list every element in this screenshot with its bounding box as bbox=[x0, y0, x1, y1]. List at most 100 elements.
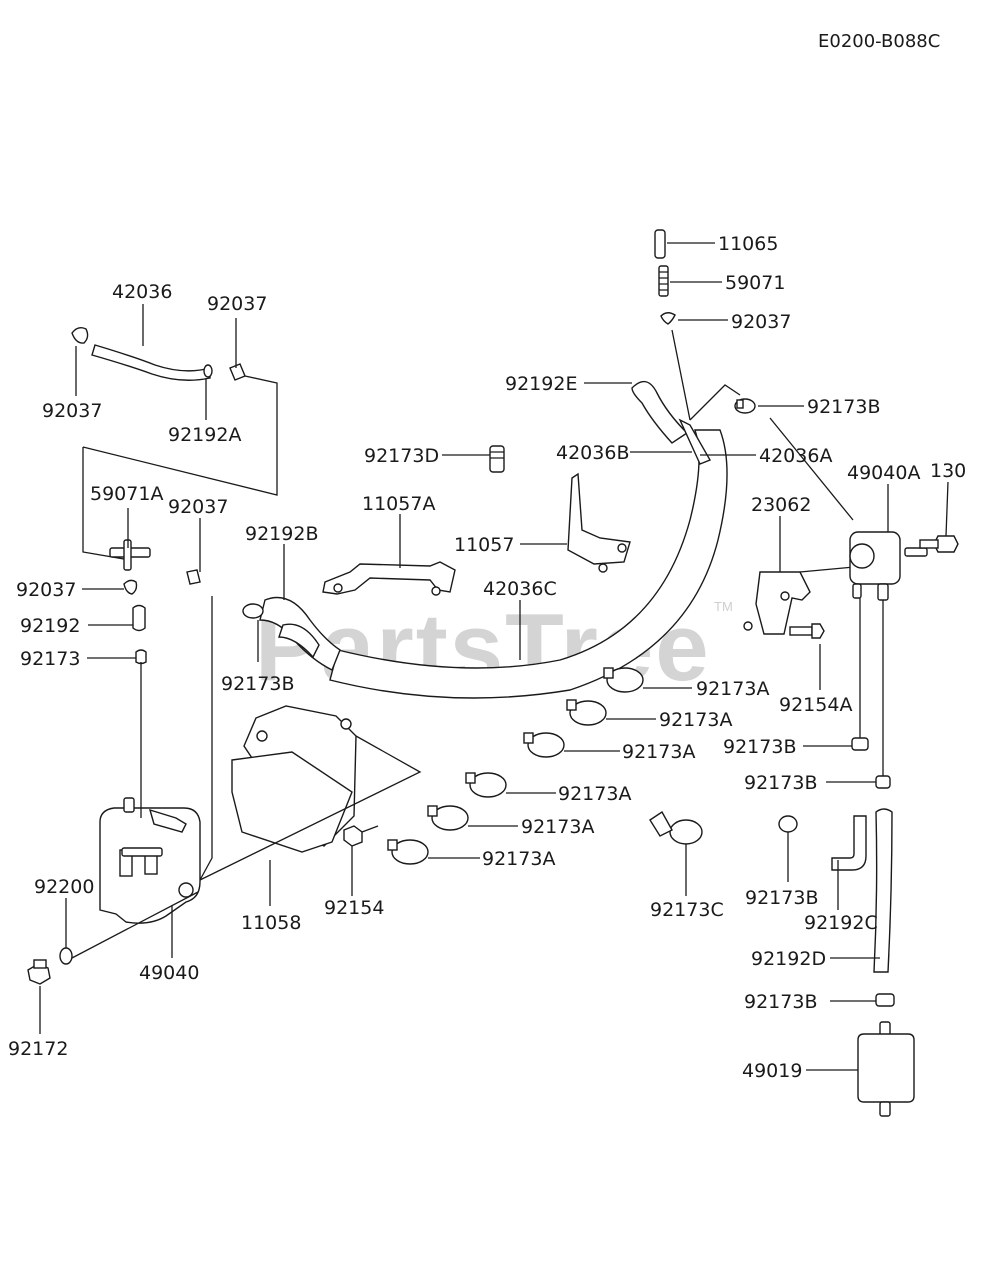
label-92173A-3[interactable]: 92173A bbox=[622, 741, 695, 763]
label-92172[interactable]: 92172 bbox=[8, 1038, 68, 1060]
part-92173B-right-clamp-1[interactable] bbox=[851, 737, 869, 751]
part-92154-bolt[interactable] bbox=[343, 825, 379, 847]
label-92173[interactable]: 92173 bbox=[20, 648, 80, 670]
label-92037-a[interactable]: 92037 bbox=[207, 293, 267, 315]
line-washer-to-tank bbox=[71, 891, 199, 959]
label-92173C[interactable]: 92173C bbox=[650, 899, 724, 921]
part-92037-c-clamp[interactable] bbox=[123, 579, 138, 595]
label-11057A[interactable]: 11057A bbox=[362, 493, 435, 515]
label-92173A-5[interactable]: 92173A bbox=[521, 816, 594, 838]
leader-lines bbox=[39, 242, 949, 1071]
part-92172-bolt[interactable] bbox=[27, 959, 51, 985]
part-92173A-clamp-1[interactable] bbox=[603, 667, 644, 693]
part-92037-left-clamp[interactable] bbox=[71, 326, 89, 344]
part-92173B-left-clamp[interactable] bbox=[242, 603, 264, 619]
label-59071[interactable]: 59071 bbox=[725, 272, 785, 294]
part-11065[interactable] bbox=[654, 229, 666, 259]
watermark-trademark: TM bbox=[714, 599, 733, 614]
label-92173A-4[interactable]: 92173A bbox=[558, 783, 631, 805]
part-92173A-clamp-3[interactable] bbox=[523, 732, 565, 758]
part-92173-clamp[interactable] bbox=[135, 649, 147, 665]
label-92037-c[interactable]: 92037 bbox=[168, 496, 228, 518]
label-92192E[interactable]: 92192E bbox=[505, 373, 577, 395]
part-49019-fuel-filter[interactable] bbox=[857, 1021, 915, 1117]
part-92173A-clamp-6[interactable] bbox=[387, 839, 429, 865]
label-92173A-2[interactable]: 92173A bbox=[659, 709, 732, 731]
part-42036C-hose[interactable] bbox=[329, 429, 728, 699]
label-92173A-6[interactable]: 92173A bbox=[482, 848, 555, 870]
part-92192E-hose[interactable] bbox=[631, 380, 689, 444]
label-92037-top[interactable]: 92037 bbox=[731, 311, 791, 333]
label-42036[interactable]: 42036 bbox=[112, 281, 172, 303]
part-42036B-hose[interactable] bbox=[678, 418, 712, 465]
label-49019[interactable]: 49019 bbox=[742, 1060, 802, 1082]
part-92154A-bolt[interactable] bbox=[789, 623, 825, 639]
label-130[interactable]: 130 bbox=[930, 460, 966, 482]
label-92173B-r1[interactable]: 92173B bbox=[723, 736, 796, 758]
label-11058[interactable]: 11058 bbox=[241, 912, 301, 934]
part-92173A-clamp-5[interactable] bbox=[427, 805, 469, 831]
line-shield-left bbox=[199, 596, 213, 881]
label-92200[interactable]: 92200 bbox=[34, 876, 94, 898]
label-59071A[interactable]: 59071A bbox=[90, 483, 163, 505]
label-23062[interactable]: 23062 bbox=[751, 494, 811, 516]
part-23062-bracket[interactable] bbox=[743, 571, 811, 635]
part-59071A-tee[interactable] bbox=[109, 539, 151, 571]
label-92192D[interactable]: 92192D bbox=[751, 948, 826, 970]
label-42036B[interactable]: 42036B bbox=[556, 442, 629, 464]
part-92173B-right-clamp-4[interactable] bbox=[875, 993, 895, 1007]
label-92154[interactable]: 92154 bbox=[324, 897, 384, 919]
part-92192C-hose[interactable] bbox=[831, 815, 867, 871]
part-92173B-right-clamp-2[interactable] bbox=[875, 775, 891, 789]
part-92037-a-clip[interactable] bbox=[229, 363, 246, 381]
label-92173B-r4[interactable]: 92173B bbox=[744, 991, 817, 1013]
label-42036A[interactable]: 42036A bbox=[759, 445, 832, 467]
label-92173D[interactable]: 92173D bbox=[364, 445, 439, 467]
line-92173B-top-bracket bbox=[689, 384, 741, 421]
label-42036C[interactable]: 42036C bbox=[483, 578, 557, 600]
label-92173A-1[interactable]: 92173A bbox=[696, 678, 769, 700]
part-92173A-clamp-2[interactable] bbox=[566, 699, 607, 726]
part-11057-bracket[interactable] bbox=[567, 472, 631, 573]
part-92037-top[interactable] bbox=[660, 312, 676, 325]
part-49040-fuel-tank[interactable] bbox=[99, 797, 201, 924]
part-92173B-top-clamp[interactable] bbox=[734, 398, 756, 414]
line-pump-to-clamp bbox=[769, 417, 854, 521]
line-shield-bracket bbox=[199, 735, 422, 881]
diagram-code: E0200-B088C bbox=[818, 31, 940, 52]
label-92192C[interactable]: 92192C bbox=[804, 912, 878, 934]
label-92037-b[interactable]: 92037 bbox=[42, 400, 102, 422]
label-92037-d[interactable]: 92037 bbox=[16, 579, 76, 601]
part-59071[interactable] bbox=[658, 265, 669, 297]
label-92173B-r2[interactable]: 92173B bbox=[744, 772, 817, 794]
label-92192B[interactable]: 92192B bbox=[245, 523, 318, 545]
part-11058-shield[interactable] bbox=[231, 705, 357, 853]
label-49040[interactable]: 49040 bbox=[139, 962, 199, 984]
part-49040A-fuel-pump[interactable] bbox=[849, 531, 928, 601]
label-92173B-r3[interactable]: 92173B bbox=[745, 887, 818, 909]
part-130-bolt[interactable] bbox=[919, 535, 959, 553]
part-92173D-fitting[interactable] bbox=[489, 445, 505, 473]
label-92173B-left[interactable]: 92173B bbox=[221, 673, 294, 695]
label-92192A[interactable]: 92192A bbox=[168, 424, 241, 446]
label-49040A[interactable]: 49040A bbox=[847, 462, 920, 484]
part-92192B-hose[interactable] bbox=[259, 596, 341, 671]
label-92173B-top[interactable]: 92173B bbox=[807, 396, 880, 418]
part-92173A-clamp-4[interactable] bbox=[465, 772, 507, 798]
part-92173C-clamp[interactable] bbox=[649, 810, 703, 845]
line-92037-to-hose bbox=[671, 329, 691, 421]
part-92192-hose[interactable] bbox=[132, 604, 146, 632]
label-11057[interactable]: 11057 bbox=[454, 534, 514, 556]
part-92200-washer[interactable] bbox=[59, 947, 73, 965]
label-92192[interactable]: 92192 bbox=[20, 615, 80, 637]
part-92173B-right-clamp-3[interactable] bbox=[778, 815, 798, 833]
part-42036-hose[interactable] bbox=[91, 344, 213, 381]
label-11065[interactable]: 11065 bbox=[718, 233, 778, 255]
part-92192D-hose[interactable] bbox=[873, 808, 893, 973]
part-92037-b-clip[interactable] bbox=[186, 569, 201, 585]
part-drawings bbox=[27, 229, 959, 1117]
assembly-line-a bbox=[82, 375, 278, 496]
label-92154A[interactable]: 92154A bbox=[779, 694, 852, 716]
part-11057A-bracket[interactable] bbox=[322, 561, 456, 596]
